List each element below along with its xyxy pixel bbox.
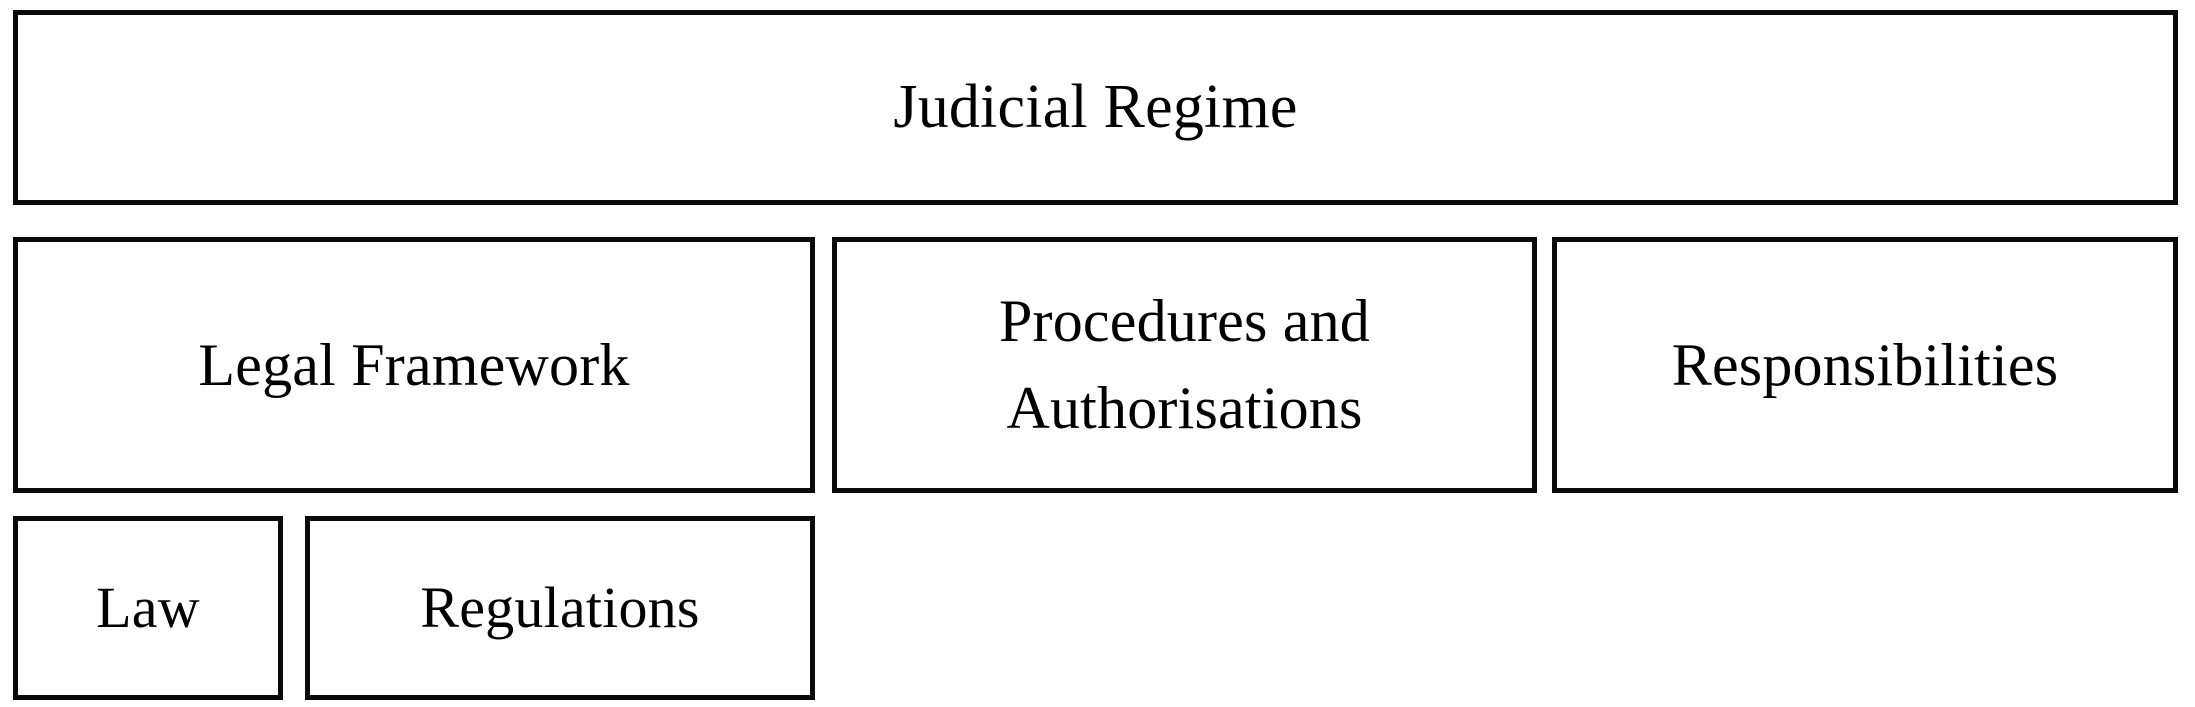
node-judicial-regime: Judicial Regime <box>13 10 2178 205</box>
node-procedures-and-authorisations-label: Procedures and Authorisations <box>998 288 1370 441</box>
node-regulations: Regulations <box>305 516 815 700</box>
node-legal-framework-label: Legal Framework <box>198 331 630 398</box>
node-law-label: Law <box>96 574 200 640</box>
node-judicial-regime-label: Judicial Regime <box>893 72 1298 141</box>
node-responsibilities-label: Responsibilities <box>1671 331 2059 398</box>
node-law: Law <box>13 516 283 700</box>
node-responsibilities: Responsibilities <box>1552 237 2178 493</box>
node-legal-framework: Legal Framework <box>13 237 815 493</box>
node-procedures-and-authorisations: Procedures and Authorisations <box>832 237 1537 493</box>
node-regulations-label: Regulations <box>420 574 700 640</box>
